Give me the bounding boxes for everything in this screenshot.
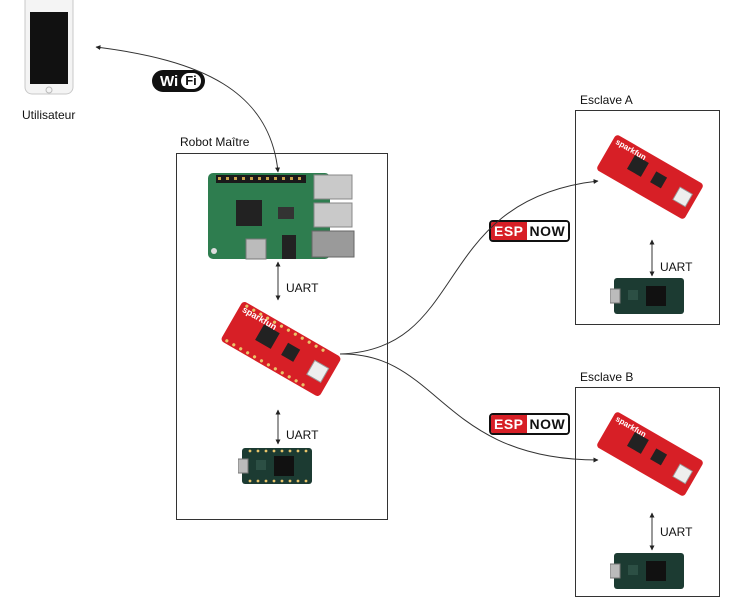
smartphone-icon	[24, 0, 74, 96]
wifi-badge-left: Wi	[160, 72, 179, 90]
uart-label-master-2: UART	[286, 428, 319, 442]
teensy-board-slave-b	[609, 551, 686, 591]
espnow-badge-a-right: NOW	[526, 222, 569, 240]
sparkfun-esp32-board-master: sparkfun	[218, 296, 344, 402]
espnow-badge-b-left: ESP	[491, 415, 527, 433]
slave-b-title: Esclave B	[580, 370, 634, 384]
raspberry-pi-board	[206, 165, 356, 263]
espnow-badge-b-right: NOW	[526, 415, 569, 433]
espnow-badge-a-left: ESP	[491, 222, 527, 240]
espnow-badge-a: ESP NOW	[489, 220, 571, 242]
master-title: Robot Maître	[180, 135, 250, 149]
teensy-board-master	[237, 446, 314, 486]
uart-label-slave-b: UART	[660, 525, 693, 539]
slave-a-title: Esclave A	[580, 93, 633, 107]
wifi-badge: Wi Fi	[152, 70, 205, 92]
user-label: Utilisateur	[22, 108, 76, 122]
espnow-badge-b: ESP NOW	[489, 413, 571, 435]
wifi-badge-right: Fi	[181, 73, 201, 89]
sparkfun-esp32-board-slave-a: sparkfun	[594, 128, 706, 226]
teensy-board-slave-a	[609, 276, 686, 316]
uart-label-master-1: UART	[286, 281, 319, 295]
uart-label-slave-a: UART	[660, 260, 693, 274]
sparkfun-esp32-board-slave-b: sparkfun	[594, 405, 706, 503]
